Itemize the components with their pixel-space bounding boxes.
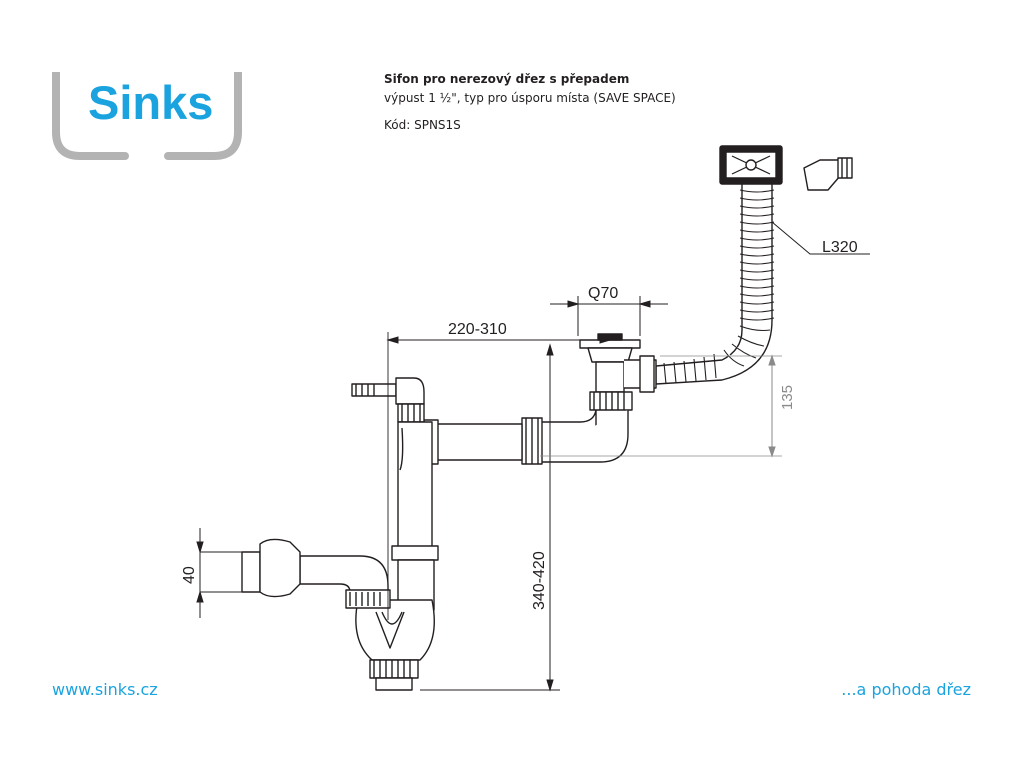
website-link[interactable]: www.sinks.cz <box>52 680 158 699</box>
product-code: Kód: SPNS1S <box>384 118 461 133</box>
sinks-logo-frame <box>52 72 242 160</box>
slogan: ...a pohoda dřez <box>841 680 971 699</box>
dim-label-pipe-diameter: 40 <box>181 566 198 584</box>
dim-label-l320: L320 <box>822 239 858 256</box>
horizontal-pipe <box>423 417 543 465</box>
dishwasher-inlet <box>351 377 425 423</box>
dim-l320-leader <box>771 221 870 255</box>
dim-label-horizontal-span: 220-310 <box>448 321 507 338</box>
trap-elbow <box>299 555 391 609</box>
sink-outlet <box>579 333 657 411</box>
dim-label-total-height: 340-420 <box>531 551 548 610</box>
sinks-logo[interactable]: Sinks <box>88 76 214 129</box>
vertical-tailpiece <box>391 421 439 611</box>
overflow-connector <box>803 157 853 191</box>
overflow-hose <box>655 183 775 385</box>
product-title-block: Sifon pro nerezový dřez s přepadem výpus… <box>384 70 676 135</box>
bottle-trap <box>355 599 435 691</box>
product-subtitle: výpust 1 ½", typ pro úsporu místa (SAVE … <box>384 90 676 105</box>
waste-outlet-pipe <box>241 538 301 598</box>
overflow-rose <box>719 145 783 185</box>
product-title: Sifon pro nerezový dřez s přepadem <box>384 72 630 86</box>
dim-label-q70: Q70 <box>588 285 618 302</box>
dim-label-overflow-height: 135 <box>779 385 796 410</box>
outlet-elbow <box>539 409 629 463</box>
